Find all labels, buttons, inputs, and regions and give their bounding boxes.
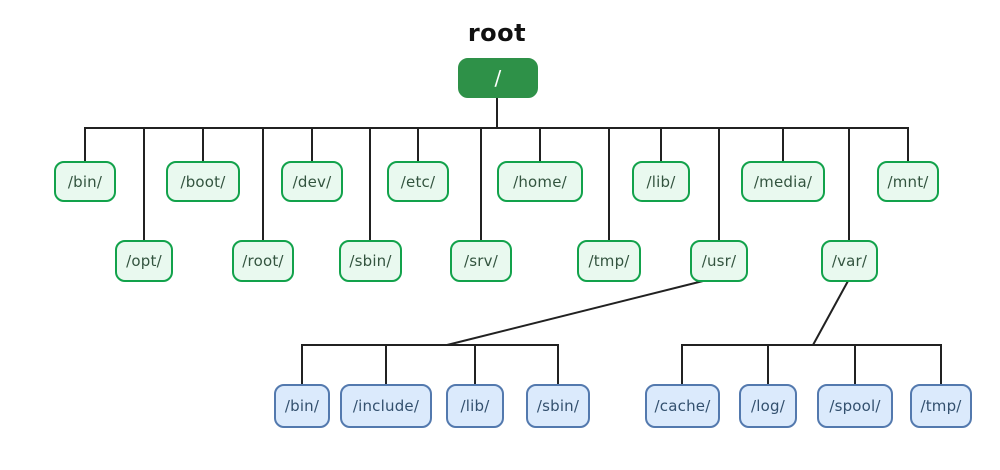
node-sbin: /sbin/	[339, 240, 402, 282]
node-usr: /usr/	[690, 240, 748, 282]
var-subtree-connectors	[681, 280, 942, 384]
level1-bus	[84, 127, 909, 240]
node-root-dir: /root/	[232, 240, 294, 282]
node-usr-include: /include/	[340, 384, 432, 428]
node-etc: /etc/	[387, 161, 449, 202]
usr-subtree-connectors	[301, 280, 704, 384]
node-usr-lib: /lib/	[446, 384, 504, 428]
node-usr-sbin: /sbin/	[526, 384, 590, 428]
root-title: root	[467, 19, 527, 47]
node-var-spool: /spool/	[817, 384, 893, 428]
node-media: /media/	[741, 161, 825, 202]
node-var: /var/	[821, 240, 878, 282]
node-tmp: /tmp/	[577, 240, 641, 282]
node-bin: /bin/	[54, 161, 116, 202]
node-srv: /srv/	[450, 240, 512, 282]
node-boot: /boot/	[166, 161, 240, 202]
node-dev: /dev/	[281, 161, 343, 202]
node-root: /	[458, 58, 538, 98]
node-usr-bin: /bin/	[274, 384, 330, 428]
node-var-cache: /cache/	[645, 384, 720, 428]
node-home: /home/	[497, 161, 583, 202]
node-opt: /opt/	[115, 240, 173, 282]
node-var-log: /log/	[739, 384, 797, 428]
node-mnt: /mnt/	[877, 161, 939, 202]
node-var-tmp: /tmp/	[910, 384, 972, 428]
node-lib: /lib/	[632, 161, 690, 202]
